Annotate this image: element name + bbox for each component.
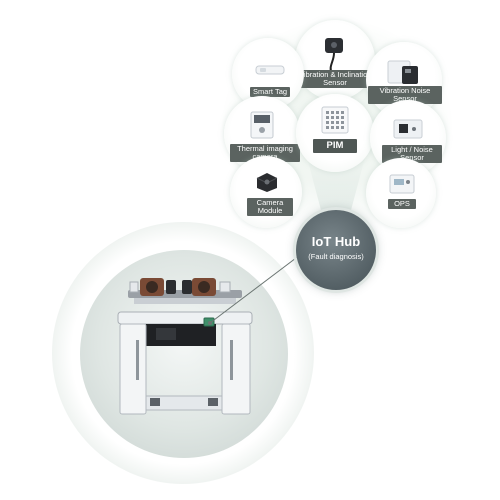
vibration-noise-sensor-icon: [387, 60, 418, 84]
label-ops: OPS: [388, 199, 416, 209]
machine-illustration: [117, 278, 253, 415]
node-camera-module: [230, 156, 302, 228]
camera-module-icon: [256, 173, 278, 192]
iot-hub-subtitle: (Fault diagnosis): [308, 252, 364, 261]
label-smart-tag: Smart Tag: [250, 87, 291, 97]
label-pim: PIM: [313, 139, 357, 153]
label-camera-module: Camera Module: [247, 198, 293, 216]
smart-tag-icon: [255, 65, 285, 75]
pim-module-icon: [321, 106, 349, 134]
label-vibration-noise: Vibration Noise Sensor: [368, 86, 442, 104]
label-vibration-inclination: Vibration & Inclination Sensor: [296, 70, 374, 88]
iot-hub-title: IoT Hub: [311, 234, 361, 249]
thermal-camera-icon: [250, 111, 274, 139]
iot-hub-badge: IoT Hub (Fault diagnosis): [296, 210, 376, 290]
ops-sensor-icon: [389, 174, 415, 194]
light-noise-sensor-icon: [393, 119, 423, 139]
